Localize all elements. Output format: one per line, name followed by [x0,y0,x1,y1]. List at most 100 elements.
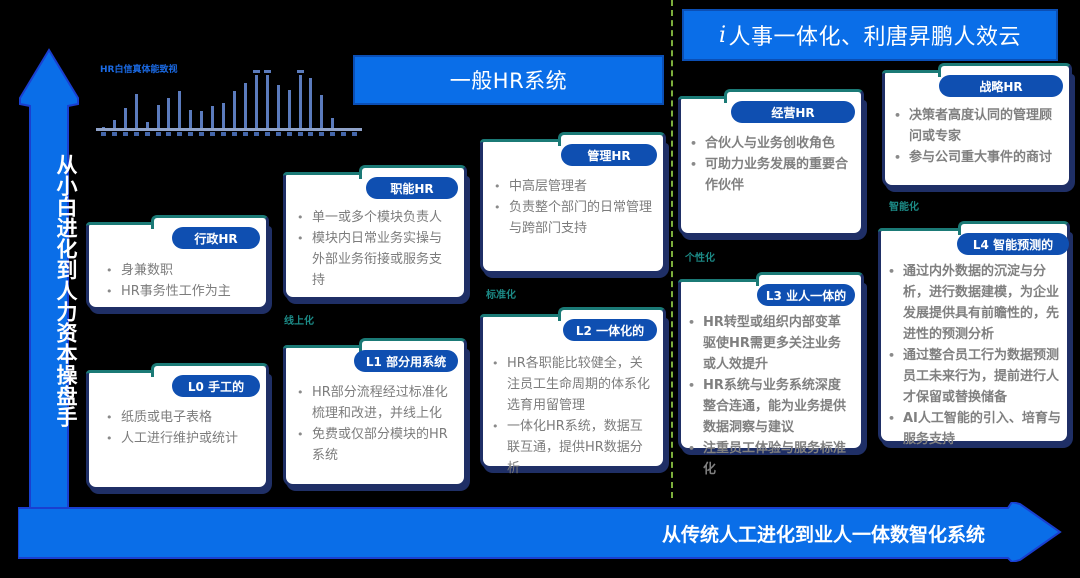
vertical-axis-label: 从小白进化到人力资本操盘手 [54,154,78,427]
tag-admin-hr: 行政HR [172,227,260,249]
card-l3-business-people: L3 业人一体的 HR转型或组织内部变革驱使HR需更多关注业务或人效提升 HR系… [678,272,864,477]
list-item: 人工进行维护或统计 [103,428,256,449]
l3-list: HR转型或组织内部变革驱使HR需更多关注业务或人效提升 HR系统与业务系统深度整… [685,312,851,480]
chart-bar [218,70,229,130]
general-hr-system-banner: 一般HR系统 [353,55,664,105]
chart-bar [196,70,207,130]
chart-tick [185,132,196,138]
tag-l0: L0 手工的 [172,375,260,397]
card-l1-partial-system: L1 部分用系统 HR部分流程经过标准化梳理和改进，并线上化 免费或仅部分模块的… [283,338,467,487]
list-item: 中高层管理者 [491,176,653,197]
chart-tick [153,132,164,138]
section-divider [671,0,673,498]
chart-tick [196,132,207,138]
list-item: 合伙人与业务创收角色 [687,133,851,154]
card-management-hr: 管理HR 中高层管理者 负责整个部门的日常管理与跨部门支持 [480,132,666,274]
chart-bar [316,70,327,130]
chart-bar [327,70,338,130]
horizontal-axis-label: 从传统人工进化到业人一体数智化系统 [661,524,985,546]
chart-bar [98,70,109,130]
stage-label-personalized: 个性化 [685,253,715,264]
list-item: 模块内日常业务实操与外部业务衔接或服务支持 [294,228,454,291]
list-item: 可助力业务发展的重要合作伙伴 [687,154,851,196]
chart-tick [316,132,327,138]
card-functional-hr: 职能HR 单一或多个模块负责人 模块内日常业务实操与外部业务衔接或服务支持 [283,165,467,300]
list-item: 通过内外数据的沉淀与分析，进行数据建模，为企业发展提供具有前瞻性的，先进性的预测… [885,261,1063,345]
hr-cloud-banner: i 人事一体化、利唐昇鹏人效云 [682,9,1058,61]
chart-tick [120,132,131,138]
chart-title: HR白信真体能致视 [100,65,178,75]
chart-bar [174,70,185,130]
list-item: 免费或仅部分模块的HR系统 [294,424,454,466]
card-l4-intelligent-prediction: L4 智能预测的 通过内外数据的沉淀与分析，进行数据建模，为企业发展提供具有前瞻… [878,221,1070,447]
chart-tick [131,132,142,138]
list-item: 纸质或电子表格 [103,407,256,428]
l4-list: 通过内外数据的沉淀与分析，进行数据建模，为企业发展提供具有前瞻性的，先进性的预测… [885,261,1063,450]
right-arrow-icon [18,502,1062,562]
horizontal-progress-arrow: 从传统人工进化到业人一体数智化系统 [18,502,1063,562]
chart-bars [98,70,360,130]
chart-tick [142,132,153,138]
l2-list: HR各职能比较健全，关注员工生命周期的体系化选育用留管理 一体化HR系统，数据互… [489,353,653,479]
banner-title: 一般HR系统 [449,69,568,93]
list-item: HR各职能比较健全，关注员工生命周期的体系化选育用留管理 [489,353,653,416]
vertical-progress-arrow: 从小白进化到人力资本操盘手 [18,48,80,558]
brand-i-icon: i [718,22,727,48]
chart-bar [273,70,284,130]
chart-tick [338,132,349,138]
card-l0-manual: L0 手工的 纸质或电子表格 人工进行维护或统计 [86,363,269,490]
list-item: HR系统与业务系统深度整合连通，能为业务提供数据洞察与建议 [685,375,851,438]
chart-bar [284,70,295,130]
functional-hr-list: 单一或多个模块负责人 模块内日常业务实操与外部业务衔接或服务支持 [294,207,454,291]
tag-l1: L1 部分用系统 [354,350,458,372]
chart-bar [120,70,131,130]
business-hr-list: 合伙人与业务创收角色 可助力业务发展的重要合作伙伴 [687,133,851,196]
chart-bar [109,70,120,130]
list-item: AI人工智能的引入、培育与服务支持 [885,408,1063,450]
chart-tick [295,132,306,138]
list-item: 参与公司重大事件的商讨 [891,147,1059,168]
chart-tick [262,132,273,138]
l1-list: HR部分流程经过标准化梳理和改进，并线上化 免费或仅部分模块的HR系统 [294,382,454,466]
tag-l2: L2 一体化的 [563,319,657,341]
strategic-hr-list: 决策者高度认同的管理顾问或专家 参与公司重大事件的商讨 [891,105,1059,168]
chart-bar [306,70,317,130]
stage-label-online: 线上化 [284,316,314,327]
chart-bar [240,70,251,130]
chart-axis [96,128,362,131]
list-item: HR转型或组织内部变革驱使HR需更多关注业务或人效提升 [685,312,851,375]
list-item: HR部分流程经过标准化梳理和改进，并线上化 [294,382,454,424]
tag-strategic-hr: 战略HR [939,75,1063,97]
tag-management-hr: 管理HR [561,144,657,166]
card-l2-integrated: L2 一体化的 HR各职能比较健全，关注员工生命周期的体系化选育用留管理 一体化… [480,307,666,476]
chart-tick [251,132,262,138]
list-item: 身兼数职 [103,260,256,281]
chart-tick [240,132,251,138]
admin-hr-list: 身兼数职 HR事务性工作为主 [103,260,256,302]
chart-tick [284,132,295,138]
chart-bar [338,70,349,130]
chart-bar [229,70,240,130]
chart-bar [164,70,175,130]
decorative-bar-chart: HR白信真体能致视 [94,60,364,140]
chart-bar [262,70,273,130]
card-strategic-hr: 战略HR 决策者高度认同的管理顾问或专家 参与公司重大事件的商讨 [882,63,1072,188]
banner-title: 人事一体化、利唐昇鹏人效云 [728,25,1022,50]
list-item: HR事务性工作为主 [103,281,256,302]
tag-l4: L4 智能预测的 [957,233,1069,255]
chart-bar [142,70,153,130]
chart-tick [98,132,109,138]
chart-tick [164,132,175,138]
chart-tick [349,132,360,138]
stage-label-intelligent: 智能化 [889,202,919,213]
chart-tick [327,132,338,138]
list-item: 注重员工体验与服务标准化 [685,438,851,480]
chart-bar [251,70,262,130]
chart-bar [153,70,164,130]
chart-ticks [98,132,360,138]
list-item: 负责整个部门的日常管理与跨部门支持 [491,197,653,239]
chart-tick [306,132,317,138]
chart-tick [109,132,120,138]
chart-bar [349,70,360,130]
chart-bar [185,70,196,130]
